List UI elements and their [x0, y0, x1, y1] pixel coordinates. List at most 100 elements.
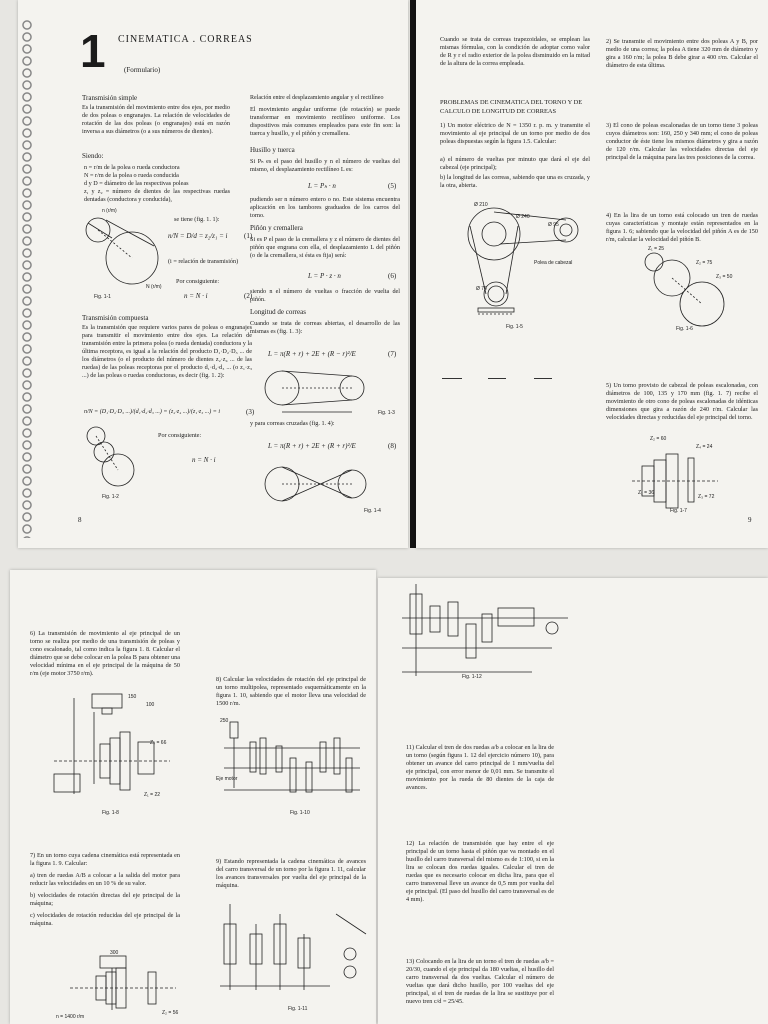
- problem-5: 5) Un torno provisto de cabezal de polea…: [606, 382, 758, 421]
- longitud-heading: Longitud de correas: [250, 308, 306, 316]
- rel-text: El movimiento angular uniforme (de rotac…: [250, 106, 400, 137]
- chapter-subtitle: (Formulario): [124, 66, 161, 74]
- label-z2-60: Z₂ = 60: [650, 436, 667, 442]
- problem-1: 1) Un motor eléctrico de N = 1350 r. p. …: [440, 122, 590, 145]
- eq-5: (5): [388, 182, 397, 190]
- problem-8: 8) Calcular las velocidades de rotación …: [216, 676, 366, 707]
- formula-4: n = N · i: [192, 456, 216, 464]
- fig-1-3-open-belt: [264, 370, 365, 413]
- formula-5: L = Pₕ · n: [308, 182, 336, 190]
- compuesta-heading: Transmisión compuesta: [82, 314, 149, 322]
- problem-2: 2) Se transmite el movimiento entre dos …: [606, 38, 758, 69]
- simple-heading: Transmisión simple: [82, 94, 138, 102]
- eq-8: (8): [388, 442, 397, 450]
- fig-1-3-caption: Fig. 1-3: [378, 410, 395, 416]
- label-polea-cabezal: Polea de cabezal: [534, 260, 573, 266]
- label-d-150: 150: [128, 694, 137, 700]
- problem-7b: b) velocidades de rotación directas del …: [30, 892, 180, 907]
- husillo-text: Si Pₕ es el paso del husillo y n el núme…: [250, 158, 400, 173]
- binder-rings: [20, 18, 34, 538]
- fig-1-9-chain: [70, 955, 176, 1010]
- chapter-number: 1: [80, 25, 106, 77]
- fig-1-1-pulleys: [85, 217, 159, 285]
- page-10: 6) La transmisión de movimiento al eje p…: [10, 570, 376, 1024]
- label-z-56: Z₂ = 56: [162, 1010, 179, 1016]
- def-n: n = r/m de la polea o rueda conductora: [84, 164, 180, 171]
- label-d-100: 100: [146, 702, 155, 708]
- page-9: Cuando se trata de correas trapezoidales…: [416, 0, 768, 548]
- label-motor: Eje motor: [216, 776, 238, 782]
- page-8: 1 CINEMATICA . CORREAS (Formulario) Tran…: [18, 0, 408, 548]
- separator-dash: [488, 378, 506, 379]
- problem-1a: a) el número de vueltas por minuto que d…: [440, 156, 590, 171]
- fig-1-4-caption: Fig. 1-4: [364, 508, 381, 514]
- se-tiene: se tiene (fig. 1. 1):: [174, 216, 220, 223]
- label-d-300: 300: [110, 950, 119, 956]
- pinon-text: Si es P el paso de la cremallera y z el …: [250, 236, 400, 259]
- fig-1-6-gear-train: [644, 252, 725, 327]
- label-z4-24: Z₄ = 24: [696, 444, 713, 450]
- pinon-text-2: siendo n el número de vueltas o fracción…: [250, 288, 400, 303]
- eq-2: (2): [244, 292, 253, 300]
- fig-1-7-stepped-cone: [632, 453, 718, 509]
- eq-3: (3): [246, 408, 255, 416]
- pinon-heading: Piñón y cremallera: [250, 224, 303, 232]
- fig-1-11-feed-chain: [220, 904, 367, 990]
- fig-1-10-multipulley: [224, 721, 360, 793]
- label-d-250: 250: [220, 718, 229, 724]
- chapter-title: CINEMATICA . CORREAS: [118, 34, 253, 45]
- problem-9: 9) Estando representada la cadena cinemá…: [216, 858, 366, 889]
- fig-1-11-caption: Fig. 1-11: [288, 1006, 308, 1012]
- fig-1-4-crossed-belt: [264, 466, 367, 502]
- label-z1-36: Z₁ = 36: [638, 490, 655, 496]
- book-spine: [410, 0, 416, 548]
- eq-7: (7): [388, 350, 397, 358]
- def-dD: d y D = diámetro de las respectivas pole…: [84, 180, 189, 187]
- label-z4-66: Z₄ = 66: [150, 740, 167, 746]
- problem-13: 13) Colocando en la lira de un torno el …: [406, 958, 554, 1005]
- problems-heading: PROBLEMAS DE CINEMATICA DEL TORNO Y DE C…: [440, 99, 583, 115]
- label-z1-22: Z₁ = 22: [144, 792, 161, 798]
- simple-text: Es la transmisión del movimiento entre d…: [82, 104, 230, 135]
- problem-1b: b) la longitud de las correas, sabiendo …: [440, 174, 590, 189]
- intro-text: Cuando se trata de correas trapezoidales…: [440, 36, 590, 67]
- formula-7: L = π(R + r) + 2E + (R − r)²/E: [268, 350, 356, 358]
- label-z-25: Z₁ = 25: [648, 246, 665, 252]
- fig-1-1-caption: Fig. 1-1: [94, 294, 111, 300]
- siendo-heading: Siendo:: [82, 152, 104, 160]
- husillo-text-2: pudiendo ser n número entero o no. Este …: [250, 196, 400, 219]
- separator-dash: [442, 378, 462, 379]
- fig-1-8-caption: Fig. 1-8: [102, 810, 119, 816]
- fig-1-10-caption: Fig. 1-10: [290, 810, 310, 816]
- problem-6: 6) La transmisión de movimiento al eje p…: [30, 630, 180, 677]
- def-N: N = r/m de la polea o rueda conducida: [84, 172, 179, 179]
- separator-dash: [534, 378, 552, 379]
- fig-1-6-caption: Fig. 1-6: [676, 326, 693, 332]
- por-consiguiente: Por consiguiente:: [176, 278, 220, 285]
- fig-1-2-compound: [86, 426, 135, 487]
- problem-7a: a) tren de ruedas A/B a colocar a la sal…: [30, 872, 180, 887]
- por-consiguiente-2: Por consiguiente:: [158, 432, 202, 439]
- fig-1-12-lira-feed: [402, 584, 568, 676]
- husillo-heading: Husillo y tuerca: [250, 146, 295, 154]
- fig-1-5-drive: [467, 207, 579, 315]
- label-d-210: Ø 210: [474, 202, 488, 208]
- problem-11: 11) Calcular el tren de dos ruedas a/b a…: [406, 744, 554, 791]
- formula-6: L = P · z · n: [308, 272, 341, 280]
- formula-3: n/N = (D₁·D₂·D₃ ...)/(d₁·d₂·d₃ ...) = (z…: [84, 409, 220, 415]
- formula-2: n = N · i: [184, 292, 208, 300]
- page-number-8: 8: [78, 516, 82, 524]
- page-11: Fig. 1-12 11) Calcular el tren de dos ru…: [378, 578, 768, 1024]
- fig-1-5-caption: Fig. 1-5: [506, 324, 523, 330]
- problem-4: 4) En la lira de un torno está colocado …: [606, 212, 758, 243]
- label-d-70: Ø 70: [476, 286, 487, 292]
- fig-1-12-caption: Fig. 1-12: [462, 674, 482, 680]
- label-d-240: Ø 240: [516, 214, 530, 220]
- label-z-50: Z₃ = 50: [716, 274, 733, 280]
- label-d-95: Ø 95: [548, 222, 559, 228]
- problem-7c: c) velocidades de rotación reducidas del…: [30, 912, 180, 927]
- label-z3-72: Z₃ = 72: [698, 494, 715, 500]
- formula-1: n/N = D/d = z₂/z₁ = i: [168, 232, 228, 240]
- fig-1-8-transmission: [53, 693, 170, 794]
- label-z-75: Z₂ = 75: [696, 260, 713, 266]
